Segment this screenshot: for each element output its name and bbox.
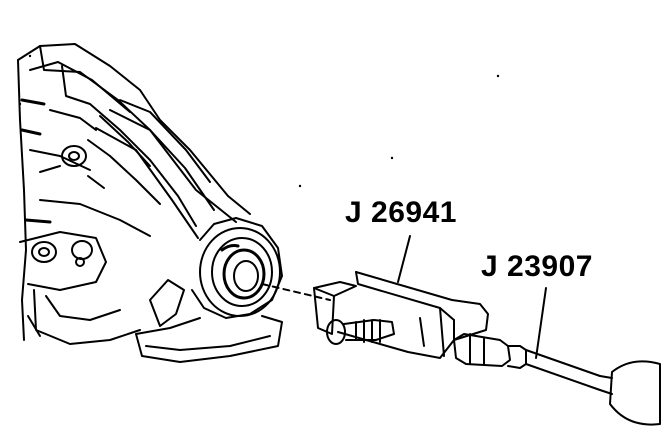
axis-line [261,283,331,301]
remover-tool [313,271,489,359]
mount-bracket [135,279,283,363]
callout-remover-tool: J 26941 [345,196,457,229]
extension-housing [95,99,283,319]
callout-slide-hammer: J 23907 [481,250,593,283]
transmission-case [17,43,251,345]
leader-line-hammer [535,287,547,359]
speckle [18,54,500,188]
leader-line-remover [397,235,411,283]
slide-hammer [453,333,661,426]
